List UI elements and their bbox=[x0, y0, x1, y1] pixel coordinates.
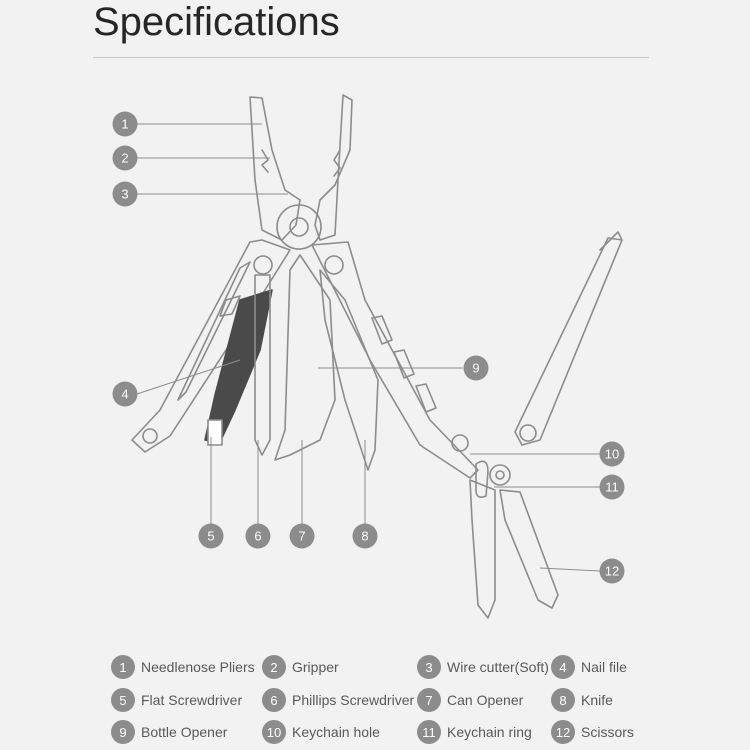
scissor-pivot bbox=[489, 464, 511, 486]
svg-text:6: 6 bbox=[254, 529, 261, 544]
title-divider bbox=[93, 57, 649, 58]
page-title: Specifications bbox=[93, 0, 340, 44]
plier-jaw-right bbox=[314, 94, 353, 241]
svg-text:10: 10 bbox=[605, 447, 619, 462]
callout-7: 7 bbox=[289, 523, 315, 549]
callout-10: 10 bbox=[599, 441, 625, 467]
right-handle-screw bbox=[324, 255, 344, 275]
left-handle-end-screw bbox=[142, 428, 158, 444]
scissor-tip bbox=[599, 231, 623, 251]
left-handle-screw bbox=[253, 255, 273, 275]
right-handle-end-screw bbox=[451, 434, 469, 452]
plier-teeth bbox=[261, 149, 341, 177]
tool-drawing bbox=[131, 94, 623, 619]
svg-text:7: 7 bbox=[298, 529, 305, 544]
left-handle bbox=[131, 239, 291, 453]
flat-screwdriver bbox=[207, 419, 223, 446]
callout-11: 11 bbox=[599, 474, 625, 500]
callout-5: 5 bbox=[198, 523, 224, 549]
callout-6: 6 bbox=[245, 523, 271, 549]
pivot-inner bbox=[289, 217, 309, 237]
callout-8: 8 bbox=[352, 523, 378, 549]
knife bbox=[319, 269, 379, 471]
right-handle bbox=[311, 241, 479, 479]
svg-text:2: 2 bbox=[121, 151, 128, 166]
callout-9: 9 bbox=[463, 355, 489, 381]
scissor-blade-left bbox=[469, 479, 496, 619]
pivot-outer bbox=[276, 204, 322, 250]
callout-4: 4 bbox=[112, 381, 138, 407]
leader-12 bbox=[539, 567, 601, 572]
svg-text:12: 12 bbox=[605, 564, 619, 579]
svg-text:1: 1 bbox=[121, 117, 128, 132]
svg-text:3: 3 bbox=[121, 187, 128, 202]
left-handle-slots bbox=[177, 261, 251, 401]
scissor-blade-right bbox=[499, 489, 559, 609]
callout-12: 12 bbox=[599, 558, 625, 584]
svg-text:8: 8 bbox=[361, 529, 368, 544]
scissor-pivot-inner bbox=[495, 470, 505, 480]
callout-1: 1 bbox=[112, 111, 138, 137]
plier-jaw-left bbox=[249, 96, 301, 241]
svg-text:4: 4 bbox=[121, 387, 128, 402]
right-handle-slots bbox=[371, 315, 437, 413]
callout-2: 2 bbox=[112, 145, 138, 171]
phillips-screwdriver bbox=[254, 274, 271, 456]
svg-text:9: 9 bbox=[472, 361, 479, 376]
scissor-arm bbox=[514, 237, 623, 446]
leader-lines bbox=[136, 123, 601, 572]
can-opener bbox=[274, 254, 336, 461]
callout-3: 3 bbox=[112, 181, 138, 207]
svg-text:11: 11 bbox=[605, 480, 619, 495]
svg-text:5: 5 bbox=[207, 529, 214, 544]
callout-badges: 1 2 3 4 5 6 7 8 9 10 11 12 bbox=[112, 111, 625, 584]
leader-4 bbox=[136, 359, 241, 395]
keychain-ring bbox=[475, 460, 489, 498]
scissor-screw bbox=[519, 424, 537, 442]
